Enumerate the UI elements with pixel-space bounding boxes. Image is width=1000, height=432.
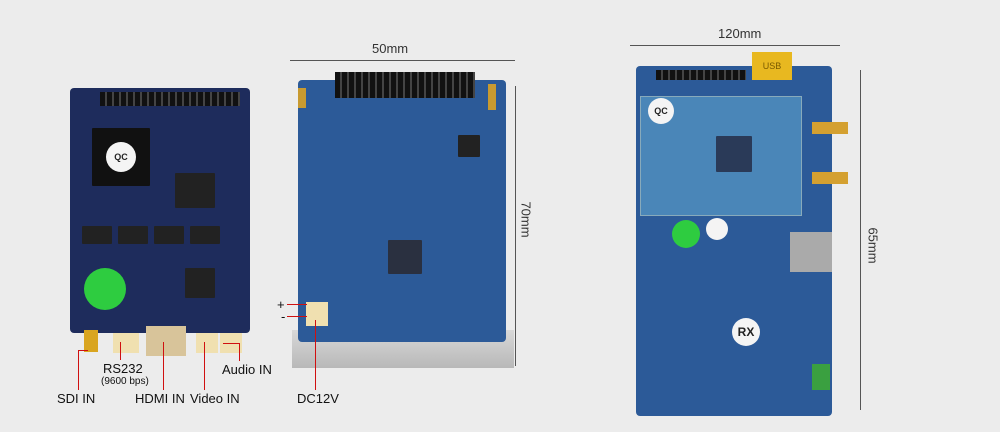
memory-chip (154, 226, 184, 244)
audio-in-label: Audio IN (222, 362, 272, 377)
sdi-connector (84, 330, 98, 352)
height-dimension: 70mm (518, 201, 534, 238)
pin-header (100, 92, 240, 106)
width-dimension: 120mm (718, 26, 762, 41)
chip (185, 268, 215, 298)
minus-label: - (281, 309, 286, 324)
dc12v-label: DC12V (297, 391, 339, 406)
sma-post (488, 84, 496, 110)
hdmi-in-label: HDMI IN (135, 391, 185, 406)
hdmi-connector (146, 326, 186, 356)
hdmi-port: USB (752, 52, 792, 80)
qc-sticker-2 (706, 218, 728, 240)
sdi-in-label: SDI IN (57, 391, 96, 406)
memory-chip (190, 226, 220, 244)
terminal-block (812, 364, 830, 390)
chip (716, 136, 752, 172)
rs232-baud-label: (9600 bps) (101, 376, 149, 387)
green-sticker (84, 268, 126, 310)
qc-sticker: QC (106, 142, 136, 172)
video-connector (196, 333, 218, 353)
rs232-label: RS232 (103, 361, 143, 376)
usb-port (790, 232, 832, 272)
plus-label: + (277, 297, 285, 312)
sma-antenna-connector (812, 172, 848, 184)
rx-sticker: RX (732, 318, 760, 346)
qc-sticker: QC (648, 98, 674, 124)
power-connector (306, 302, 328, 326)
pin-header (335, 72, 475, 98)
memory-chip (118, 226, 148, 244)
chip (175, 173, 215, 208)
encoder-board: QC (70, 88, 250, 333)
rs232-connector (113, 333, 139, 353)
green-sticker (672, 220, 700, 248)
chip (388, 240, 422, 274)
pin-header (656, 70, 746, 80)
memory-chip (82, 226, 112, 244)
width-dimension: 50mm (372, 41, 409, 56)
receiver-board: QC RX (636, 66, 832, 416)
power-board (298, 80, 506, 342)
height-dimension: 65mm (865, 227, 881, 264)
chip (458, 135, 480, 157)
sma-post (298, 88, 306, 108)
sma-antenna-connector (812, 122, 848, 134)
video-in-label: Video IN (190, 391, 240, 406)
